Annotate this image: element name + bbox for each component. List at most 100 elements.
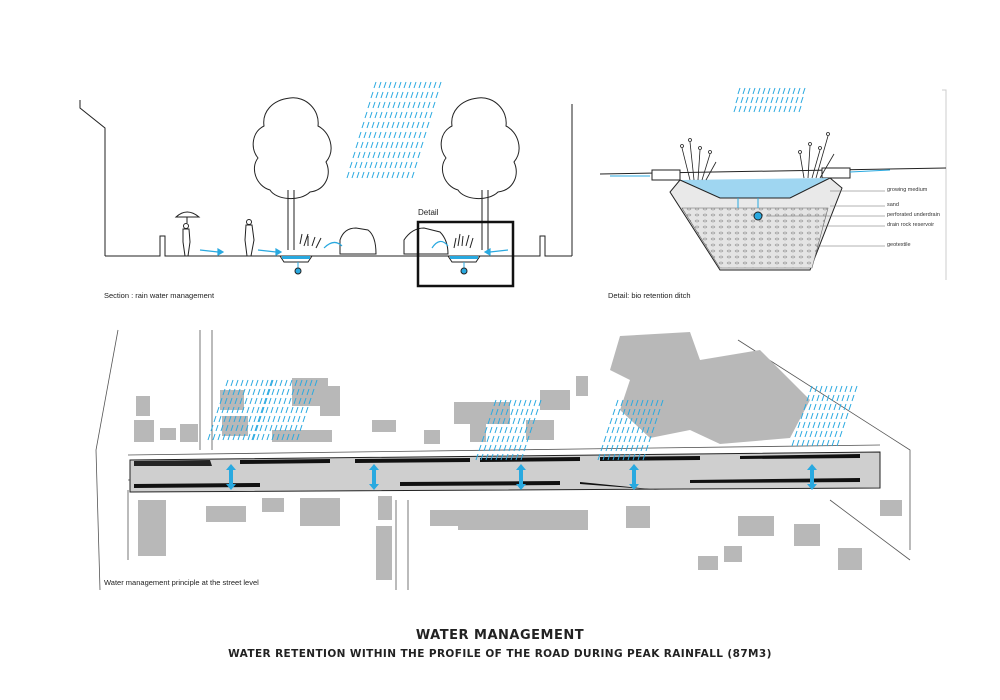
rain-stroke	[636, 426, 640, 434]
rain-stroke	[387, 101, 391, 109]
rain-stroke	[408, 81, 412, 89]
rain-stroke	[419, 111, 423, 119]
rain-stroke	[400, 91, 404, 99]
rain-stroke	[757, 87, 761, 95]
rain-stroke	[504, 426, 508, 434]
rain-stroke	[605, 444, 609, 452]
rain-stroke	[829, 385, 833, 393]
rain-stroke	[278, 397, 282, 405]
rain-stroke	[393, 131, 397, 139]
detail-caption: Detail: bio retention ditch	[608, 291, 691, 300]
rain-stroke	[250, 379, 254, 387]
rain-stroke	[526, 435, 530, 443]
rain-stroke	[399, 161, 403, 169]
rain-stroke	[775, 96, 779, 104]
rain-stroke	[806, 394, 810, 402]
rain-stroke	[499, 426, 503, 434]
rain-stroke	[602, 453, 606, 461]
retention-arrow-icon	[629, 464, 639, 490]
rain-stroke	[827, 421, 831, 429]
rain-stroke	[624, 417, 628, 425]
rain-stroke	[643, 435, 647, 443]
rain-stroke	[793, 105, 797, 113]
rain-stroke	[817, 421, 821, 429]
rain-stroke	[287, 415, 291, 423]
rain-stroke	[370, 141, 374, 149]
rain-stroke	[493, 444, 497, 452]
rain-stroke	[417, 151, 421, 159]
rain-stroke	[631, 426, 635, 434]
rain-stroke	[366, 121, 370, 129]
detail-svg	[599, 87, 947, 280]
tree-left	[252, 97, 332, 250]
rain-stroke	[386, 121, 390, 129]
rain-stroke	[367, 151, 371, 159]
rain-stroke	[225, 379, 229, 387]
rain-stroke	[239, 397, 243, 405]
retention-arrow-icon	[226, 464, 236, 490]
rain-stroke	[414, 111, 418, 119]
rain-stroke	[738, 105, 742, 113]
rain-stroke	[425, 91, 429, 99]
rain-stroke	[805, 412, 809, 420]
rain-stroke	[360, 141, 364, 149]
rain-stroke	[790, 96, 794, 104]
rain-stroke	[355, 141, 359, 149]
rain-stroke	[402, 101, 406, 109]
rain-stroke	[528, 399, 532, 407]
tree-right	[440, 97, 520, 250]
rain-stroke	[397, 151, 401, 159]
rain-stroke	[274, 424, 278, 432]
rain-stroke	[486, 435, 490, 443]
rain-stroke	[815, 412, 819, 420]
rain-stroke	[365, 141, 369, 149]
rain-stroke	[373, 81, 377, 89]
rain-stroke	[809, 385, 813, 393]
rain-stroke	[799, 430, 803, 438]
layer-label-underdrain: perforated underdrain	[887, 212, 940, 218]
rain-stroke	[235, 379, 239, 387]
rain-stroke	[529, 426, 533, 434]
detail-leaders	[766, 190, 885, 247]
rain-stroke	[523, 444, 527, 452]
rain-stroke	[261, 406, 265, 414]
rain-stroke	[755, 96, 759, 104]
rain-stroke	[520, 408, 524, 416]
rain-stroke	[538, 399, 542, 407]
rain-stroke	[493, 399, 497, 407]
rain-stroke	[518, 399, 522, 407]
rain-stroke	[762, 87, 766, 95]
detail-frame	[416, 220, 515, 288]
rain-stroke	[807, 421, 811, 429]
rain-stroke	[507, 417, 511, 425]
plan-rain	[207, 379, 858, 461]
layer-label-drain-rock: drain rock reservoir	[887, 222, 935, 228]
rain-stroke	[834, 430, 838, 438]
rain-stroke	[498, 444, 502, 452]
rain-stroke	[354, 161, 358, 169]
rain-stroke	[420, 91, 424, 99]
rain-stroke	[284, 379, 288, 387]
rain-stroke	[646, 426, 650, 434]
rain-stroke	[630, 399, 634, 407]
rain-stroke	[654, 417, 658, 425]
rain-stroke	[304, 379, 308, 387]
rain-stroke	[638, 435, 642, 443]
rain-stroke	[640, 399, 644, 407]
rain-stroke	[428, 81, 432, 89]
detail-water	[680, 178, 830, 198]
rain-stroke	[404, 111, 408, 119]
rain-stroke	[369, 111, 373, 119]
section-rain	[346, 81, 442, 179]
rain-stroke	[515, 453, 519, 461]
rain-stroke	[797, 87, 801, 95]
rain-stroke	[395, 141, 399, 149]
ditch-left	[279, 233, 322, 275]
rain-stroke	[255, 424, 259, 432]
rain-stroke	[740, 96, 744, 104]
rain-stroke	[220, 424, 224, 432]
rain-stroke	[603, 435, 607, 443]
rain-stroke	[231, 406, 235, 414]
rain-stroke	[831, 439, 835, 447]
rain-stroke	[802, 87, 806, 95]
